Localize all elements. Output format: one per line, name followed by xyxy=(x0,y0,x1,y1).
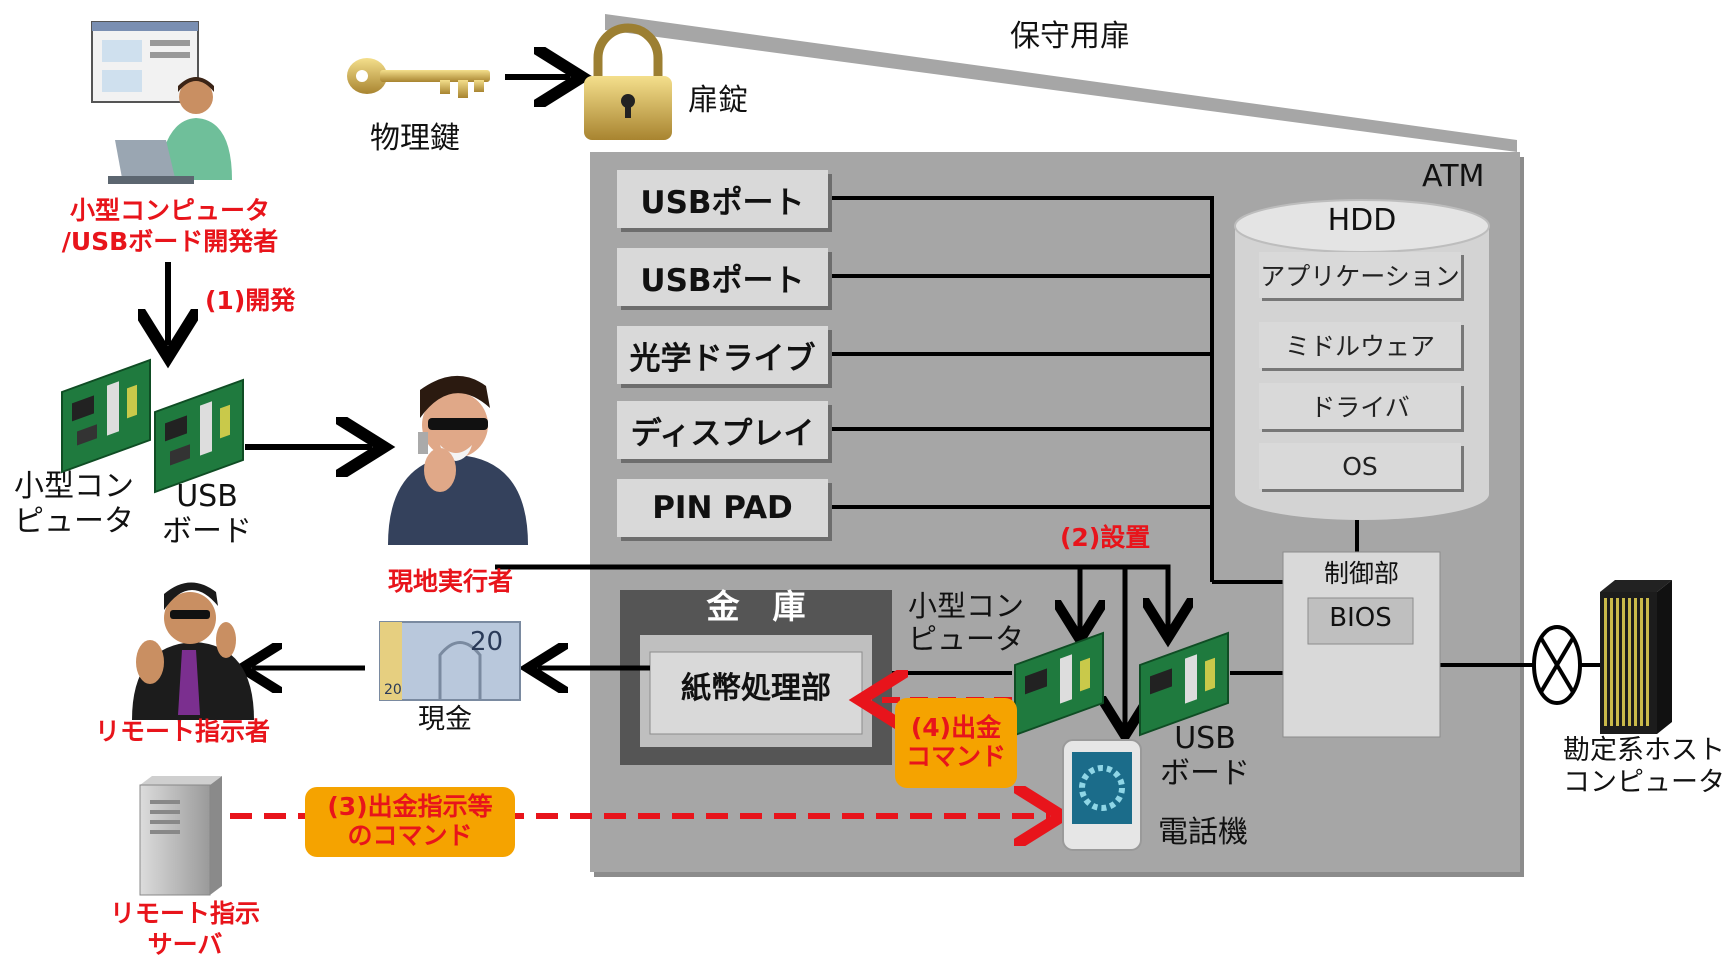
remote-server-label: リモート指示 サーバ xyxy=(109,899,260,960)
port-usb-2: USBポート xyxy=(617,248,828,306)
field-actor-person-icon xyxy=(388,375,528,545)
host-computer-label: 勘定系ホスト コンピュータ xyxy=(1563,735,1722,799)
step-4-withdraw-badge: (4)出金 コマンド xyxy=(895,698,1017,788)
small-computer-label-atm: 小型コン ピュータ xyxy=(908,589,1025,657)
bios-label: BIOS xyxy=(1329,603,1392,633)
safe-label: 金 庫 xyxy=(706,587,806,626)
bios-box xyxy=(1307,597,1414,645)
usb-board-label-atm: USB ボード xyxy=(1160,721,1250,791)
step-3-command-label: (3)出金指示等 のコマンド xyxy=(327,792,493,850)
circuit-board-icon xyxy=(1139,631,1229,737)
maintenance-door-bar xyxy=(605,14,1517,152)
control-unit-label: 制御部 xyxy=(1323,559,1399,588)
remote-instructor-label: リモート指示者 xyxy=(95,717,271,746)
door-lock-label: 扉錠 xyxy=(688,83,748,118)
field-actor-label: 現地実行者 xyxy=(388,567,514,596)
phone-icon xyxy=(1062,739,1142,851)
remote-instructor-person-icon xyxy=(132,582,254,720)
circuit-board-icon xyxy=(154,378,244,494)
host-server-icon xyxy=(1600,580,1672,734)
port-usb-1: USBポート xyxy=(617,170,828,228)
circuit-board-icon xyxy=(1014,631,1104,737)
hdd-layer-os: OS xyxy=(1259,443,1461,489)
hdd-layer-application: アプリケーション xyxy=(1259,252,1461,298)
step-4-withdraw-label: (4)出金 コマンド xyxy=(905,713,1006,771)
step-1-develop-label: (1)開発 xyxy=(205,286,296,315)
circuit-board-icon xyxy=(61,358,151,474)
hdd-layer-middleware: ミドルウェア xyxy=(1259,322,1461,368)
small-computer-label-left: 小型コン ピュータ xyxy=(14,469,134,539)
hdd-label: HDD xyxy=(1327,203,1397,238)
remote-server-icon xyxy=(139,776,222,896)
cash-label: 現金 xyxy=(418,704,472,735)
banknote-unit-box xyxy=(649,651,863,735)
svg-text:20: 20 xyxy=(470,627,503,657)
developer-person-icon xyxy=(91,21,232,184)
atm-label: ATM xyxy=(1422,159,1485,194)
usb-board-label-left: USB ボード xyxy=(162,479,252,549)
port-optical-drive: 光学ドライブ xyxy=(617,326,828,384)
network-connector-icon xyxy=(1532,625,1582,705)
banknote-icon: 20 20 xyxy=(379,621,521,701)
step-3-command-badge: (3)出金指示等 のコマンド xyxy=(305,787,515,857)
banknote-unit-label: 紙幣処理部 xyxy=(681,671,831,706)
key-icon xyxy=(347,58,490,98)
developer-label: 小型コンピュータ /USBボード開発者 xyxy=(61,196,279,257)
port-pin-pad: PIN PAD xyxy=(617,479,828,537)
port-display: ディスプレイ xyxy=(617,401,828,459)
hdd-layer-driver: ドライバ xyxy=(1259,383,1461,429)
padlock-icon xyxy=(584,23,672,140)
field-actor-cables xyxy=(495,564,1168,728)
step-2-install-label: (2)設置 xyxy=(1060,523,1151,552)
svg-text:20: 20 xyxy=(384,682,402,698)
physical-key-label: 物理鍵 xyxy=(370,121,460,156)
phone-label: 電話機 xyxy=(1158,815,1248,850)
maintenance-door-label: 保守用扉 xyxy=(1010,19,1130,54)
